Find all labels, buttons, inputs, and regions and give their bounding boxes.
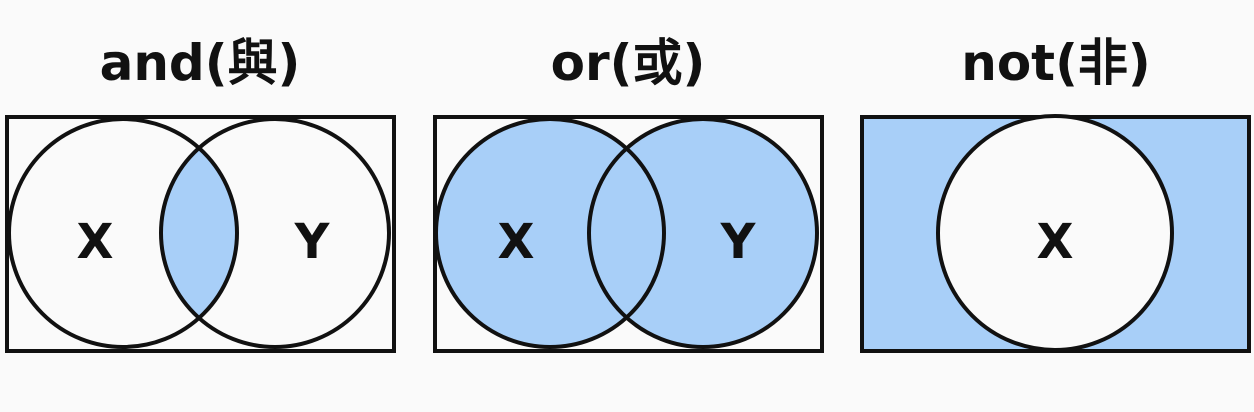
or-diagram: X Y bbox=[433, 115, 824, 353]
or-circle-y bbox=[587, 117, 819, 349]
not-title: not(非) bbox=[961, 34, 1151, 92]
and-label-x: X bbox=[76, 214, 113, 270]
or-title: or(或) bbox=[550, 34, 706, 92]
and-diagram: X Y bbox=[5, 115, 396, 353]
not-circle-x bbox=[936, 114, 1174, 352]
and-circle-x bbox=[7, 117, 239, 349]
and-intersection bbox=[161, 119, 237, 347]
or-circle-x bbox=[434, 117, 666, 349]
and-circle-y bbox=[159, 117, 391, 349]
not-diagram: X bbox=[860, 114, 1251, 353]
or-label-y: Y bbox=[720, 214, 757, 270]
not-label-x: X bbox=[1036, 214, 1073, 270]
or-fill-y bbox=[589, 119, 817, 347]
or-label-x: X bbox=[497, 214, 534, 270]
and-label-y: Y bbox=[294, 214, 331, 270]
and-title: and(與) bbox=[99, 34, 301, 92]
